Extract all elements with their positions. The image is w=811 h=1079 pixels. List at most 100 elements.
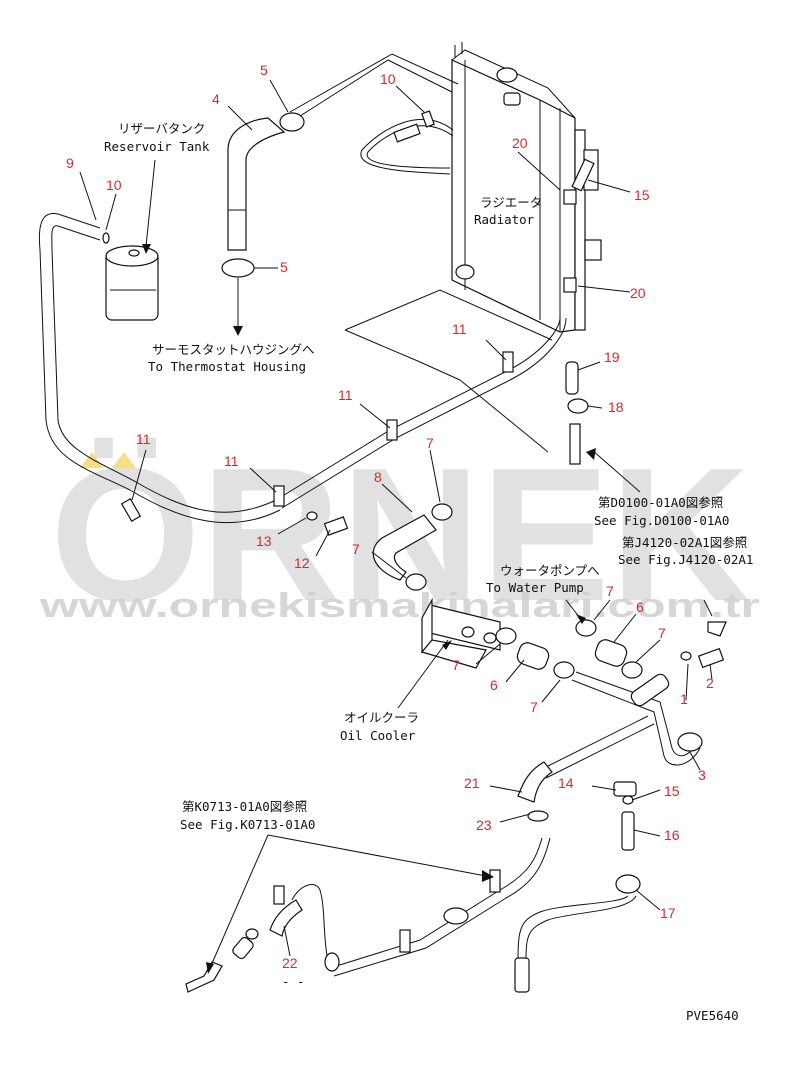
hose-clamp-bottom [221, 258, 255, 278]
arrow-thermostat [233, 326, 243, 336]
hose-6-left [516, 642, 550, 670]
callout-7: 7 [352, 541, 360, 557]
clamp-17 [615, 874, 641, 894]
callout-19: 19 [604, 349, 620, 365]
water-pump-label-ja: ウォータポンプへ [500, 563, 600, 578]
clip-lower-2 [399, 929, 411, 953]
callout-3: 3 [698, 767, 706, 783]
clip-20-upper [563, 189, 577, 205]
callout-5: 5 [260, 62, 268, 78]
callout-7: 7 [606, 583, 614, 599]
reservoir-label-ja: リザーバタンク [118, 121, 205, 136]
callout-20: 20 [512, 135, 528, 151]
hose-16 [621, 811, 635, 851]
thermostat-label-ja: サーモスタットハウジングへ [152, 342, 315, 357]
callout-11: 11 [136, 431, 151, 447]
callout-5: 5 [280, 259, 288, 275]
clamp-7-cooler [495, 627, 517, 645]
watermark-accent-right [112, 452, 136, 468]
tube-3 [571, 671, 703, 766]
ref-d0100-en: See Fig.D0100-01A0 [594, 513, 729, 528]
hose-19 [565, 361, 579, 395]
callout-9: 9 [66, 155, 74, 171]
thermostat-label-en: To Thermostat Housing [148, 359, 306, 374]
radiator-label-en: Radiator [474, 212, 535, 227]
arrow-water-pump [576, 614, 586, 624]
callout-numbers: 5 4 10 9 10 20 15 20 5 11 11 11 11 7 8 1… [66, 62, 714, 971]
callout-7: 7 [426, 435, 434, 451]
hose-clamp-top [279, 112, 305, 132]
hose-elbow [227, 117, 286, 251]
washer-1 [680, 651, 692, 661]
oil-cooler [420, 597, 501, 669]
callout-10: 10 [380, 71, 396, 87]
clamp-lower [443, 907, 469, 925]
callout-11: 11 [452, 321, 467, 337]
clamp-7-pump [575, 619, 597, 637]
ref-j4120-en: See Fig.J4120-02A1 [618, 552, 753, 567]
callout-11: 11 [224, 453, 239, 469]
callout-2: 2 [706, 675, 714, 691]
callout-13: 13 [256, 533, 272, 549]
ref-k0713-ja: 第K0713-01A0図参照 [182, 799, 307, 814]
callout-10: 10 [106, 177, 122, 193]
callout-20: 20 [630, 285, 646, 301]
callout-14: 14 [558, 775, 574, 791]
washer-13 [306, 511, 318, 521]
cock-15-top [571, 158, 595, 192]
callout-8: 8 [374, 469, 382, 485]
clip-11-d [120, 498, 142, 522]
callout-18: 18 [608, 399, 624, 415]
callout-22-dash: - - [282, 974, 305, 989]
valve-14 [613, 781, 637, 797]
clip-20-lower [563, 277, 577, 293]
clip-11-a [502, 351, 514, 373]
arrow-reservoir [142, 244, 151, 254]
callout-6: 6 [636, 599, 644, 615]
callout-7: 7 [658, 625, 666, 641]
clamp-7-lower [405, 573, 427, 591]
clip-11-b [386, 419, 398, 441]
callout-11: 11 [338, 387, 353, 403]
arrow-ref-d0100 [586, 448, 596, 460]
callout-7: 7 [530, 699, 538, 715]
callout-15: 15 [634, 187, 650, 203]
text-labels: リザーバタンク Reservoir Tank ラジエータ Radiator サー… [104, 121, 753, 1023]
clamp-7-mid [553, 661, 575, 679]
arrow-ref-k0713-left [206, 962, 214, 974]
oil-cooler-label-ja: オイルクーラ [344, 710, 419, 725]
arrow-oil-cooler [442, 640, 452, 650]
clamp-18 [567, 398, 589, 414]
upper-hose [289, 53, 459, 175]
callout-1: 1 [680, 691, 688, 707]
callout-22: 22 [282, 955, 298, 971]
ref-j4120-ja: 第J4120-02A1図参照 [622, 535, 747, 550]
watermark-url: www.ornekismakinalari.com.tr [39, 587, 760, 625]
arrow-ref-k0713-right [482, 870, 494, 882]
reservoir-tank [105, 245, 159, 321]
hose-6-right [594, 639, 628, 667]
clamp-7-right [621, 661, 643, 679]
hose-21 [517, 761, 553, 803]
hose-22 [269, 899, 303, 937]
ref-d0100-ja: 第D0100-01A0図参照 [598, 495, 723, 510]
callout-16: 16 [664, 827, 680, 843]
callout-21: 21 [464, 775, 480, 791]
callout-12: 12 [294, 555, 310, 571]
plug-15 [622, 795, 634, 805]
radiator-label-ja: ラジエータ [480, 195, 542, 210]
bracket-ref [707, 621, 727, 637]
callout-23: 23 [476, 817, 492, 833]
watermark-accent-left [80, 452, 104, 468]
callout-7: 7 [452, 657, 460, 673]
ref-k0713-en: See Fig.K0713-01A0 [180, 817, 315, 832]
callout-15: 15 [664, 783, 680, 799]
figure-code: PVE5640 [686, 1008, 739, 1023]
reservoir-label-en: Reservoir Tank [104, 139, 210, 154]
clip-lower-1 [489, 869, 501, 893]
bolt-2 [697, 647, 725, 669]
callout-leaders [79, 79, 713, 957]
callout-6: 6 [490, 677, 498, 693]
water-pump-label-en: To Water Pump [486, 580, 584, 595]
